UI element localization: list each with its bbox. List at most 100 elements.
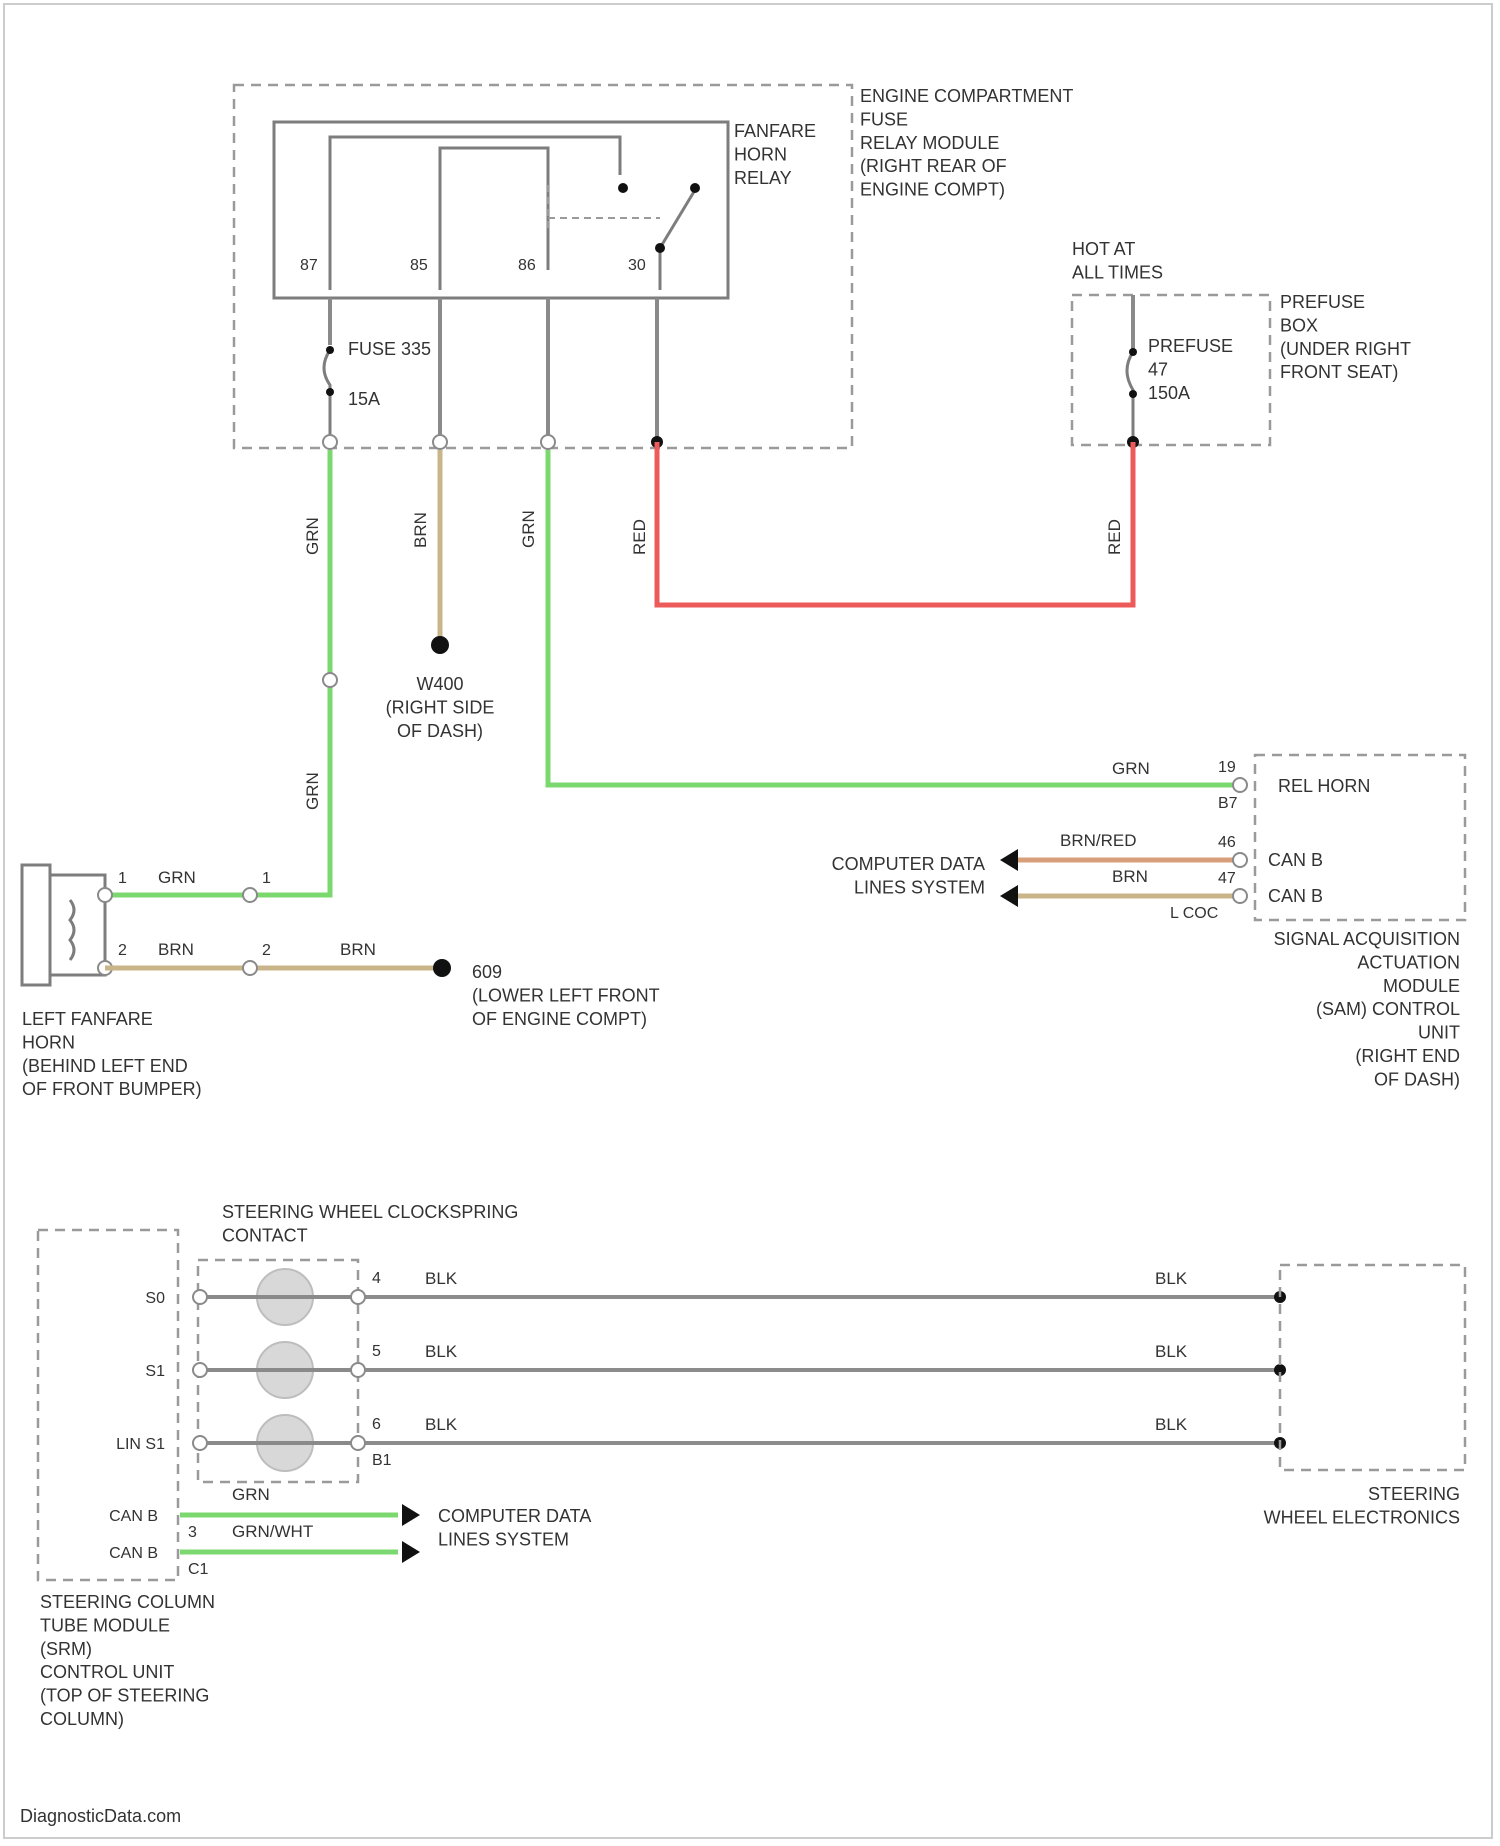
clock-term-4 (351, 1290, 365, 1304)
wire-label-brn-can: BRN (1112, 867, 1148, 886)
relay-coil-outer (330, 137, 620, 290)
module-connector-2 (433, 435, 447, 449)
horn-pin-2: 2 (118, 942, 127, 959)
sam-pin-46: 46 (1218, 834, 1236, 851)
sam-pin-b7: B7 (1218, 795, 1238, 812)
scm-module-box (38, 1230, 178, 1580)
can-b-label-1: CAN B (1268, 850, 1323, 870)
scm-term-s1 (193, 1363, 207, 1377)
wire-label-brn-horn-2: BRN (340, 940, 376, 959)
module-connector-1 (323, 435, 337, 449)
wire-label-blk-1: BLK (425, 1269, 458, 1288)
wire-label-blk-5: BLK (1155, 1342, 1188, 1361)
clock-pin-6: 6 (372, 1416, 381, 1433)
steering-wheel-electronics-box (1280, 1265, 1465, 1470)
wire-grn-rel-horn (548, 450, 1240, 785)
relay-contact-fixed (618, 183, 628, 193)
wire-label-red-2: RED (1105, 519, 1124, 555)
wire-label-red-1: RED (630, 519, 649, 555)
sam-terminal-can-1 (1233, 853, 1247, 867)
horn-pin-1: 1 (118, 870, 127, 887)
horn-conn-pin-1: 1 (262, 870, 271, 887)
wire-label-grnwht: GRN/WHT (232, 1522, 313, 1541)
wire-red-power (657, 442, 1133, 605)
fuse-335-bottom (326, 388, 334, 396)
ground-w400-dot (431, 636, 449, 654)
wire-label-brn-horn: BRN (158, 940, 194, 959)
ground-609-dot (433, 959, 451, 977)
scm-pin-can1: CAN B (109, 1508, 158, 1525)
horn-terminal-1 (98, 888, 112, 902)
wire-label-blk-3: BLK (425, 1415, 458, 1434)
scm-pin-c1: C1 (188, 1561, 209, 1578)
sam-connector-label: L COC (1170, 905, 1218, 922)
relay-pin-86: 86 (518, 257, 536, 274)
horn-body (22, 865, 50, 985)
scm-term-lin (193, 1436, 207, 1450)
rel-horn-label: REL HORN (1278, 776, 1370, 796)
relay-switch (660, 190, 695, 290)
relay-pin-87: 87 (300, 257, 318, 274)
module-connector-3 (541, 435, 555, 449)
horn-conn-pin-2: 2 (262, 942, 271, 959)
scm-pin-can2: CAN B (109, 1545, 158, 1562)
scm-pin-lin: LIN S1 (116, 1436, 165, 1453)
horn-flare (50, 875, 105, 975)
fuse-335-rating: 15A (348, 389, 380, 409)
page-frame (4, 4, 1492, 1838)
wire-label-blk-4: BLK (1155, 1269, 1188, 1288)
can-b-label-2: CAN B (1268, 886, 1323, 906)
clock-pin-4: 4 (372, 1270, 381, 1287)
wire-label-grn-rel: GRN (1112, 759, 1150, 778)
relay-pin-85: 85 (410, 257, 428, 274)
can-arrow-2 (1000, 885, 1018, 907)
wire-label-brn-1: BRN (411, 512, 430, 548)
scm-can-arrow-2 (402, 1541, 420, 1563)
wire-label-grn-3: GRN (303, 772, 322, 810)
scm-pin-s1: S1 (145, 1363, 165, 1380)
fuse-335-top (326, 346, 334, 354)
wire-label-grn-2: GRN (519, 510, 538, 548)
relay-contact-pivot (655, 243, 665, 253)
scm-pin-s0: S0 (145, 1290, 165, 1307)
can-arrow-1 (1000, 849, 1018, 871)
inline-connector-grn (323, 673, 337, 687)
sam-terminal-can-2 (1233, 889, 1247, 903)
fuse-335-label: FUSE 335 (348, 339, 431, 359)
clock-pin-5: 5 (372, 1343, 381, 1360)
prefuse-box (1072, 295, 1270, 445)
prefuse-top-dot (1129, 348, 1137, 356)
sam-terminal-rel-horn (1233, 778, 1247, 792)
watermark: DiagnosticData.com (20, 1806, 181, 1826)
hot-at-all-times-label: HOT ATALL TIMES (1072, 239, 1163, 282)
relay-pin-30: 30 (628, 257, 646, 274)
wire-label-blk-2: BLK (425, 1342, 458, 1361)
clock-pin-b1: B1 (372, 1452, 392, 1469)
scm-term-s0 (193, 1290, 207, 1304)
sam-pin-47: 47 (1218, 870, 1236, 887)
clock-term-6 (351, 1436, 365, 1450)
wire-label-blk-6: BLK (1155, 1415, 1188, 1434)
prefuse-bottom-dot (1129, 390, 1137, 398)
horn-inline-connector-2 (243, 961, 257, 975)
horn-coil (70, 900, 74, 960)
wire-label-brnred: BRN/RED (1060, 831, 1137, 850)
left-horn-label: LEFT FANFAREHORN(BEHIND LEFT ENDOF FRONT… (22, 1009, 202, 1099)
wire-label-grn-1: GRN (303, 517, 322, 555)
scm-can-arrow-1 (402, 1504, 420, 1526)
scm-pin-3: 3 (188, 1524, 197, 1541)
relay-contact-arm (690, 183, 700, 193)
wire-grn-horn-feed (108, 450, 330, 895)
sam-pin-19: 19 (1218, 759, 1236, 776)
clock-term-5 (351, 1363, 365, 1377)
